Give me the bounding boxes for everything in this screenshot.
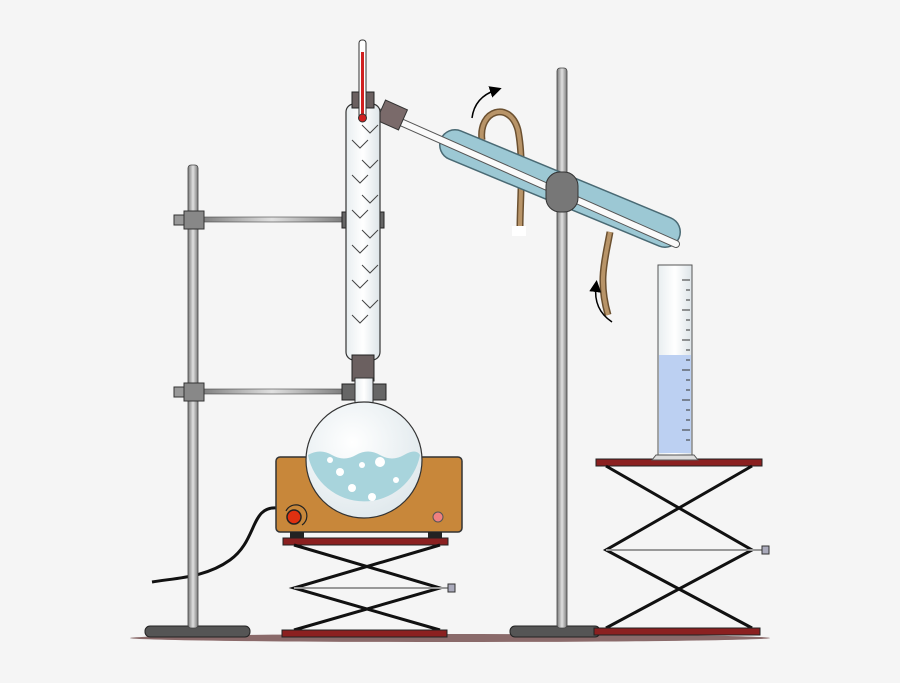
right-stand-base <box>509 625 601 638</box>
outflow-arrow-icon <box>471 86 502 119</box>
inflow-arrow-icon <box>589 280 613 323</box>
graduated-cylinder <box>650 264 700 461</box>
thermometer <box>358 39 367 123</box>
right-lab-jack <box>593 458 770 636</box>
round-bottom-flask <box>305 377 423 519</box>
indicator-light <box>432 511 444 523</box>
side-arm-stopper <box>375 99 409 131</box>
water-inlet-hose-fill <box>600 231 612 316</box>
flask-liquid <box>308 451 420 502</box>
knob-dial-arc <box>285 504 308 526</box>
heat-knob[interactable] <box>286 509 302 525</box>
left-lab-jack <box>281 532 456 638</box>
condenser-clamp <box>545 171 579 213</box>
condenser <box>374 108 681 248</box>
fractionating-column <box>345 91 381 382</box>
hose-end <box>512 226 526 236</box>
lower-clamp <box>173 382 387 402</box>
right-stand-rod <box>556 67 568 629</box>
collected-distillate <box>659 355 691 453</box>
water-outlet-hose-fill <box>479 109 524 229</box>
left-stand-base <box>144 625 251 638</box>
power-cable <box>151 506 279 584</box>
